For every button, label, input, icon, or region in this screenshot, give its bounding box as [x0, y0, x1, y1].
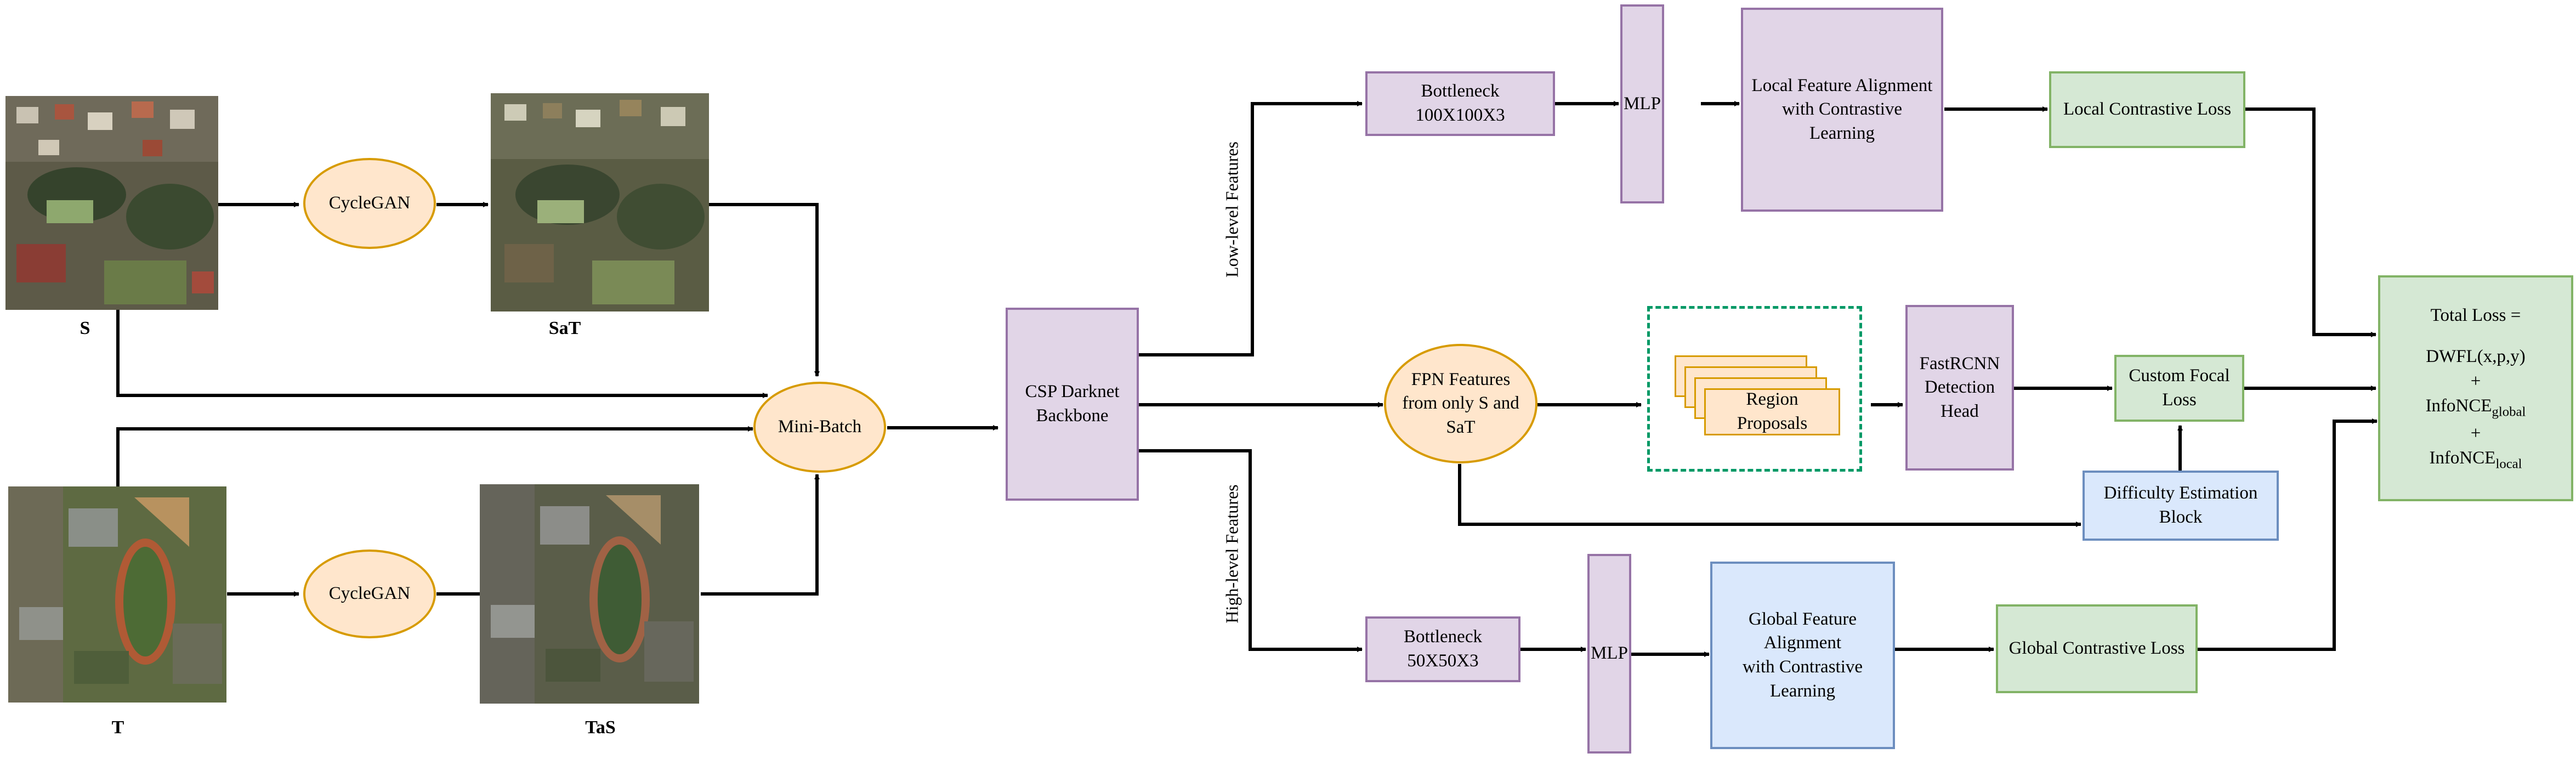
region-label-line2: Proposals [1737, 414, 1808, 433]
difficulty-label-line2: Block [2159, 507, 2203, 527]
focal-loss-label-line1: Custom Focal [2129, 366, 2230, 386]
fpn-features-node: FPN Features from only S and SaT [1384, 344, 1537, 463]
image-label-tas: TaS [585, 717, 616, 738]
global-alignment-label-line3: with Contrastive [1742, 657, 1863, 677]
local-alignment-label-line2: with Contrastive [1781, 99, 1903, 120]
local-alignment-label-line3: Learning [1809, 123, 1875, 143]
region-proposals-group [1647, 306, 1862, 472]
mini-batch-label: Mini-Batch [778, 417, 862, 437]
infonce-global-subscript: global [2492, 404, 2526, 420]
bottleneck-low-label-line1: Bottleneck [1421, 81, 1500, 101]
infonce-global-main: InfoNCE [2425, 395, 2492, 416]
global-alignment-label-line2: Alignment [1763, 633, 1842, 653]
total-loss-title: Total Loss = [2430, 305, 2521, 325]
fastrcnn-label-line1: FastRCNN [1919, 353, 2000, 373]
bottleneck-high-block: Bottleneck 50X50X3 [1365, 616, 1520, 682]
image-label-s: S [80, 318, 90, 338]
source-image-s [5, 96, 218, 310]
stylized-image-tas [480, 484, 699, 704]
bottleneck-low-label-line2: 100X100X3 [1415, 105, 1505, 125]
difficulty-estimation-block: Difficulty Estimation Block [2083, 471, 2279, 541]
low-level-features-label: Low-level Features [1222, 141, 1242, 277]
fpn-label-line2: from only S and [1402, 393, 1519, 414]
bottleneck-high-label-line1: Bottleneck [1404, 627, 1482, 647]
backbone-label-line1: CSP Darknet [1025, 382, 1120, 402]
local-loss-label: Local Contrastive Loss [2063, 99, 2232, 120]
difficulty-label-line1: Difficulty Estimation [2103, 483, 2258, 503]
fastrcnn-label-line3: Head [1940, 401, 1979, 421]
cyclegan-bottom-node: CycleGAN [303, 550, 436, 638]
stylized-image-sat [491, 93, 709, 311]
local-alignment-block: Local Feature Alignment with Contrastive… [1741, 8, 1943, 212]
mlp-low-block: MLP [1620, 4, 1664, 203]
image-label-t: T [111, 717, 124, 738]
local-loss-block: Local Contrastive Loss [2049, 71, 2245, 148]
total-loss-term-infonce-global: InfoNCEglobal [2426, 394, 2526, 421]
local-alignment-label-line1: Local Feature Alignment [1751, 75, 1933, 95]
focal-loss-block: Custom Focal Loss [2114, 355, 2244, 422]
cyclegan-top-label: CycleGAN [328, 193, 411, 213]
fastrcnn-label-line2: Detection [1924, 377, 1995, 398]
backbone-block: CSP Darknet Backbone [1006, 308, 1139, 501]
global-loss-block: Global Contrastive Loss [1996, 604, 2198, 693]
infonce-local-subscript: local [2495, 456, 2522, 472]
bottleneck-low-block: Bottleneck 100X100X3 [1365, 71, 1555, 136]
bottleneck-high-label-line2: 50X50X3 [1407, 651, 1479, 671]
cyclegan-bottom-label: CycleGAN [328, 584, 411, 604]
cyclegan-top-node: CycleGAN [303, 158, 436, 249]
total-loss-plus-1: + [2470, 371, 2481, 391]
backbone-label-line2: Backbone [1036, 406, 1109, 426]
global-alignment-block: Global Feature Alignment with Contrastiv… [1710, 562, 1895, 749]
total-loss-term-infonce-local: InfoNCElocal [2429, 446, 2522, 473]
global-loss-label: Global Contrastive Loss [2008, 638, 2185, 659]
global-alignment-label-line4: Learning [1769, 681, 1836, 701]
mlp-high-label: MLP [1591, 643, 1628, 664]
fastrcnn-head-block: FastRCNN Detection Head [1905, 305, 2014, 471]
mlp-low-label: MLP [1624, 93, 1661, 114]
target-image-t [8, 486, 226, 703]
mini-batch-node: Mini-Batch [753, 382, 886, 473]
image-label-sat: SaT [548, 318, 581, 338]
global-alignment-label-line1: Global Feature [1748, 609, 1857, 629]
fpn-label-line3: SaT [1446, 417, 1476, 437]
region-label-line1: Region [1746, 389, 1798, 410]
total-loss-plus-2: + [2470, 423, 2481, 443]
infonce-local-main: InfoNCE [2429, 448, 2496, 468]
total-loss-block: Total Loss = DWFL(x,p,y) + InfoNCEglobal… [2378, 275, 2573, 501]
high-level-features-label: High-level Features [1222, 484, 1242, 624]
mlp-high-block: MLP [1587, 554, 1631, 754]
region-proposals-box: Region Proposals [1704, 388, 1840, 435]
focal-loss-label-line2: Loss [2162, 390, 2197, 410]
total-loss-term-dwfl: DWFL(x,p,y) [2426, 346, 2526, 366]
fpn-label-line1: FPN Features [1411, 369, 1511, 389]
